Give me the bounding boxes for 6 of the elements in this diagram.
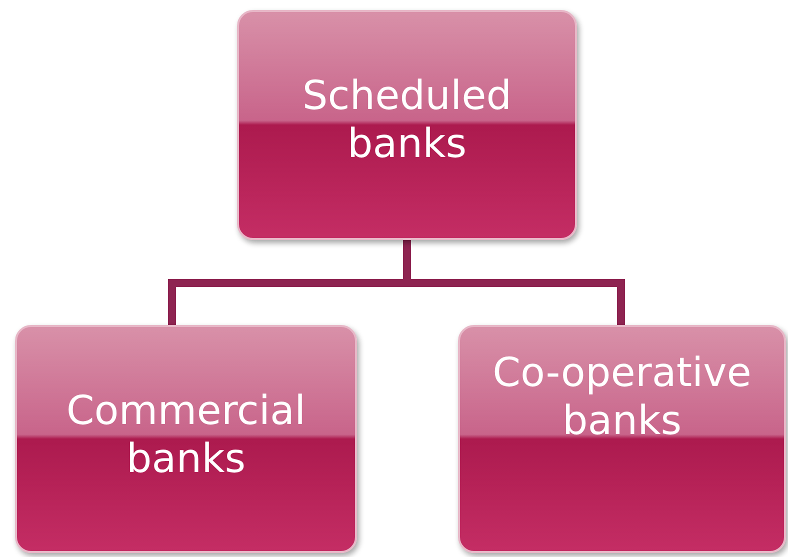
box-label: Co-operative banks xyxy=(492,349,752,445)
box-label: Commercial banks xyxy=(65,387,307,483)
rounded-box xyxy=(15,325,357,553)
rounded-box xyxy=(237,10,577,240)
rounded-box xyxy=(458,325,786,553)
box-label: Scheduled banks xyxy=(301,72,513,168)
